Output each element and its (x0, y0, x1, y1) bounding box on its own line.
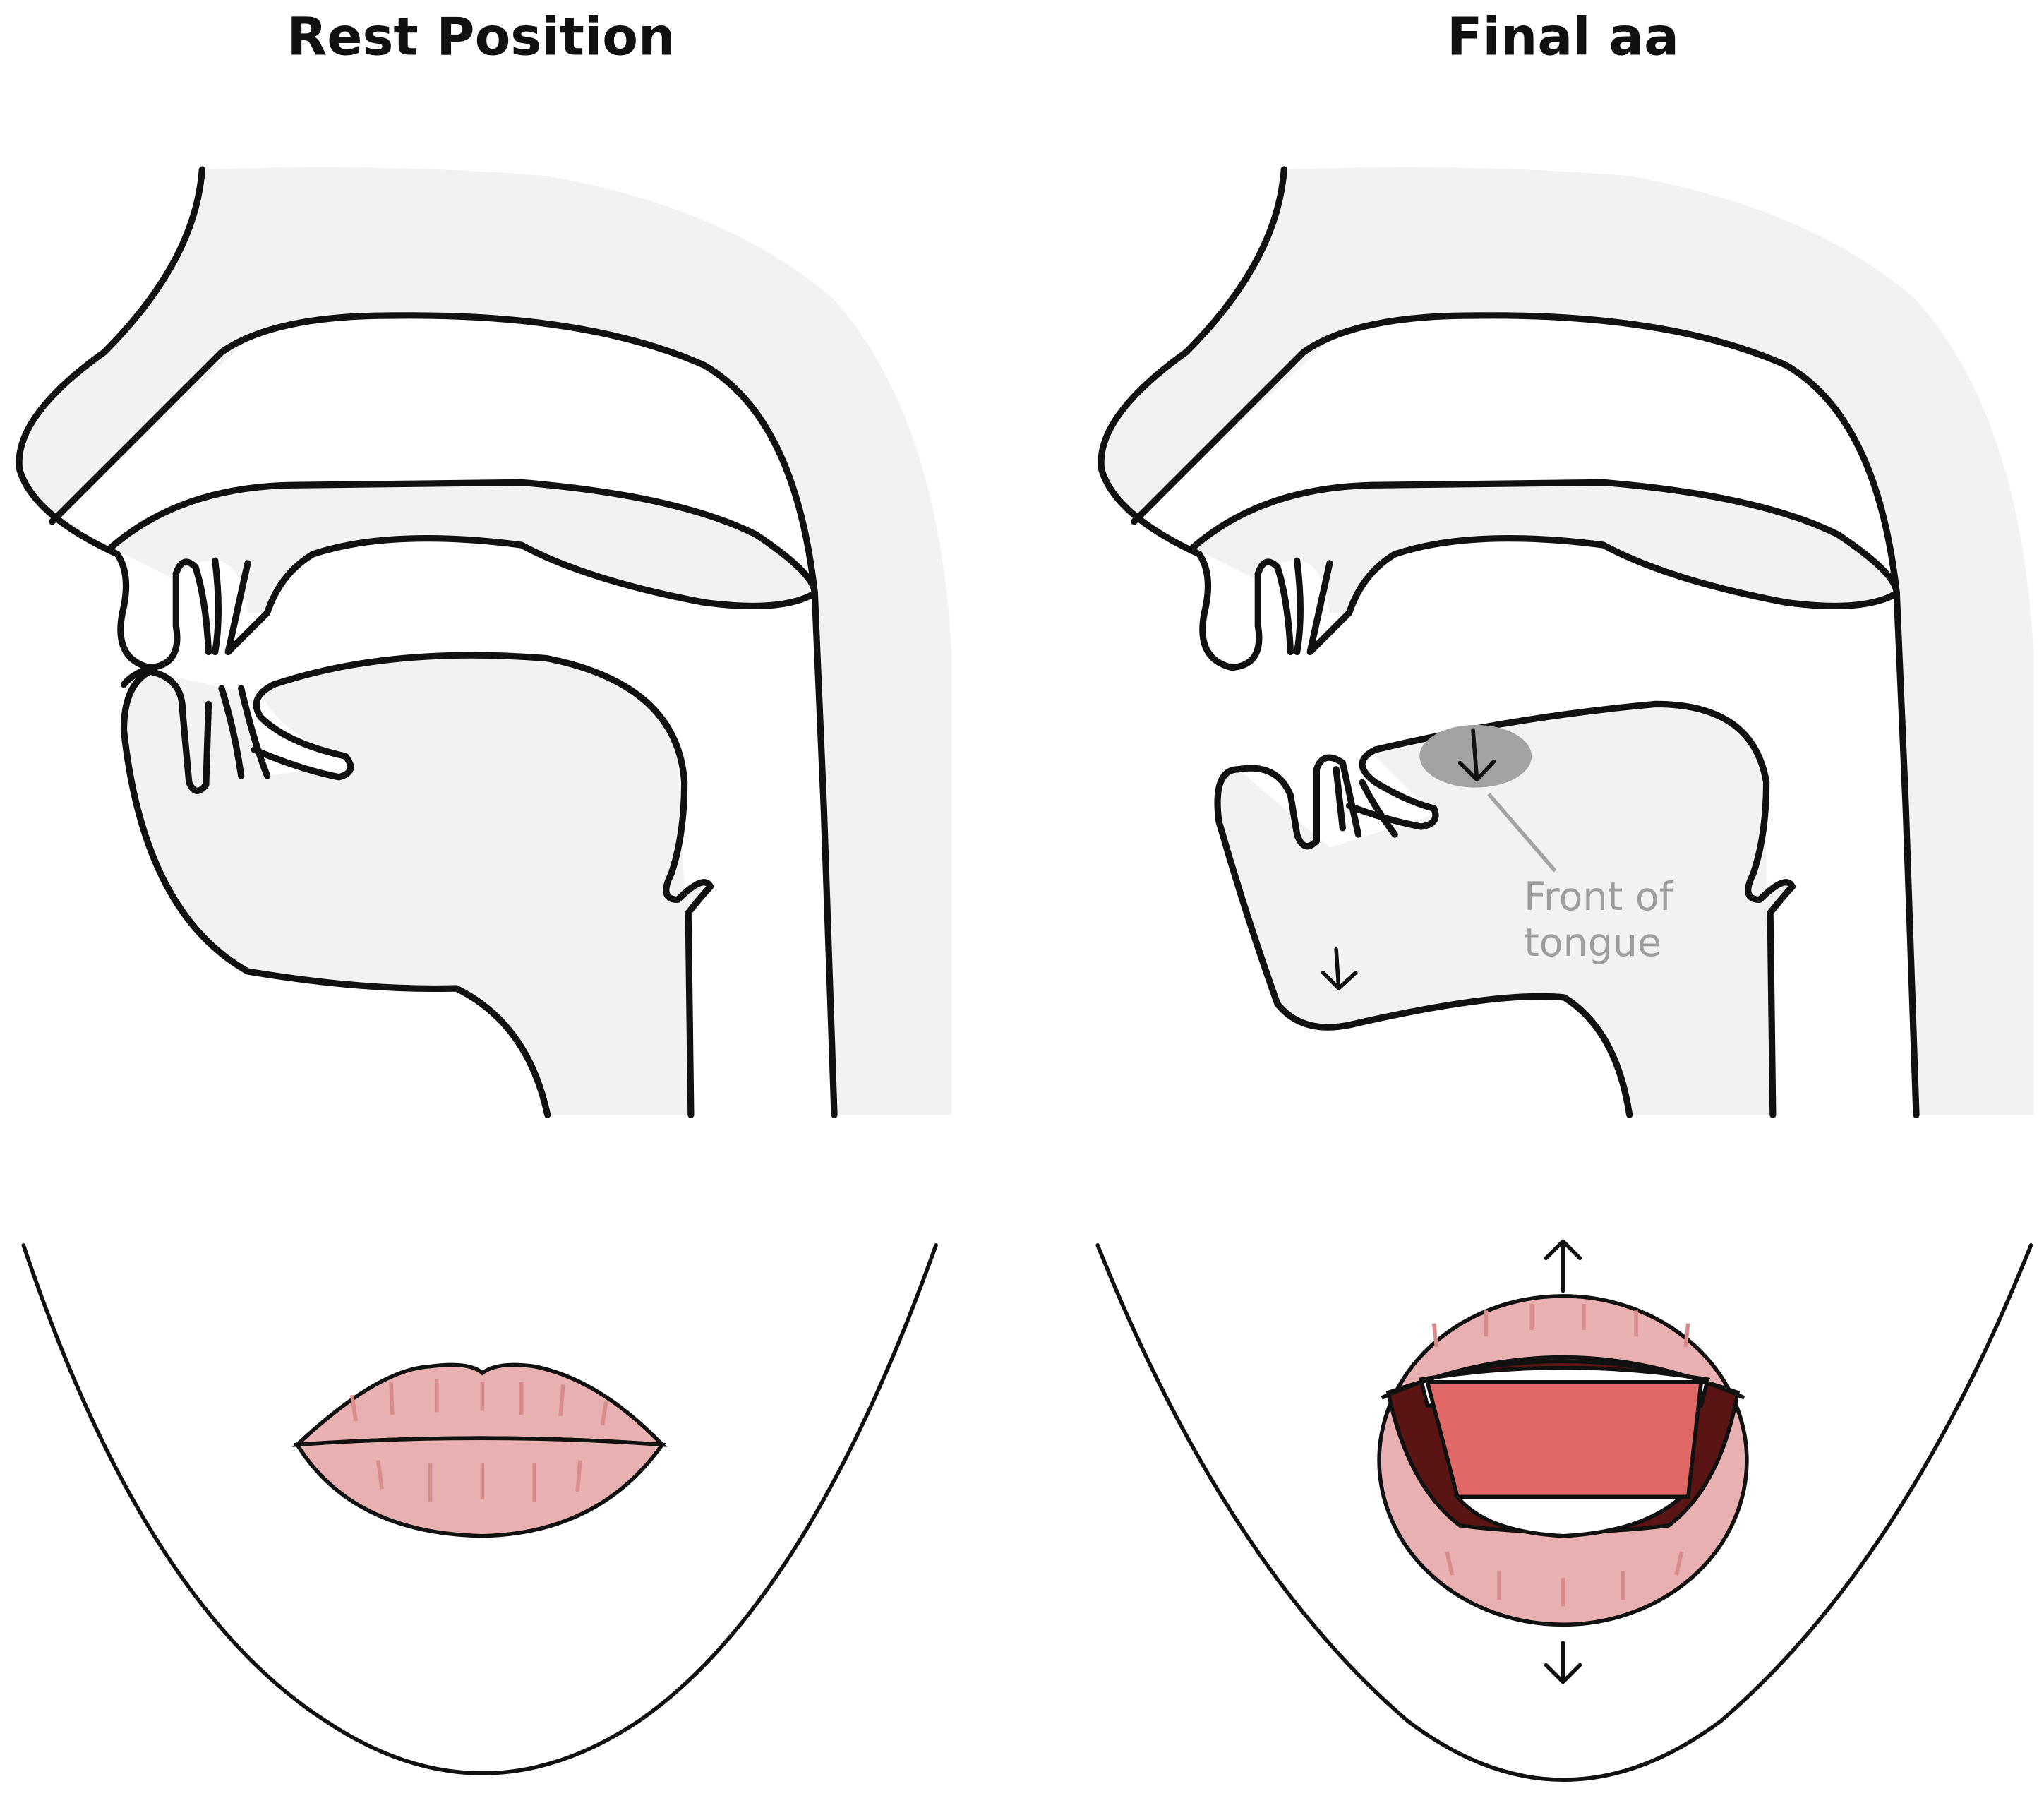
jaw-down-arrow-icon (1321, 947, 1358, 990)
rest-front-view (21, 1243, 938, 1775)
annotation-line-2: tongue (1524, 921, 1661, 966)
tongue (1424, 1380, 1704, 1499)
chin-outline (1095, 1243, 2033, 1782)
final-aa-front-view (1095, 1239, 2033, 1782)
up-arrow-icon (1544, 1239, 1582, 1293)
panel-title-rest: Rest Position (287, 7, 675, 68)
rest-sagittal-view (19, 167, 951, 1118)
lower-lip (294, 1436, 666, 1538)
chin-outline (21, 1243, 938, 1775)
annotation-leader-line (1487, 793, 1557, 873)
down-arrow-icon (1544, 1641, 1582, 1684)
annotation-line-1: Front of (1524, 875, 1674, 920)
tongue-down-arrow-icon (1457, 728, 1496, 782)
final-aa-sagittal-view (1101, 167, 2033, 1118)
panel-title-final: Final aa (1447, 7, 1679, 68)
lower-teeth (1453, 1494, 1687, 1538)
